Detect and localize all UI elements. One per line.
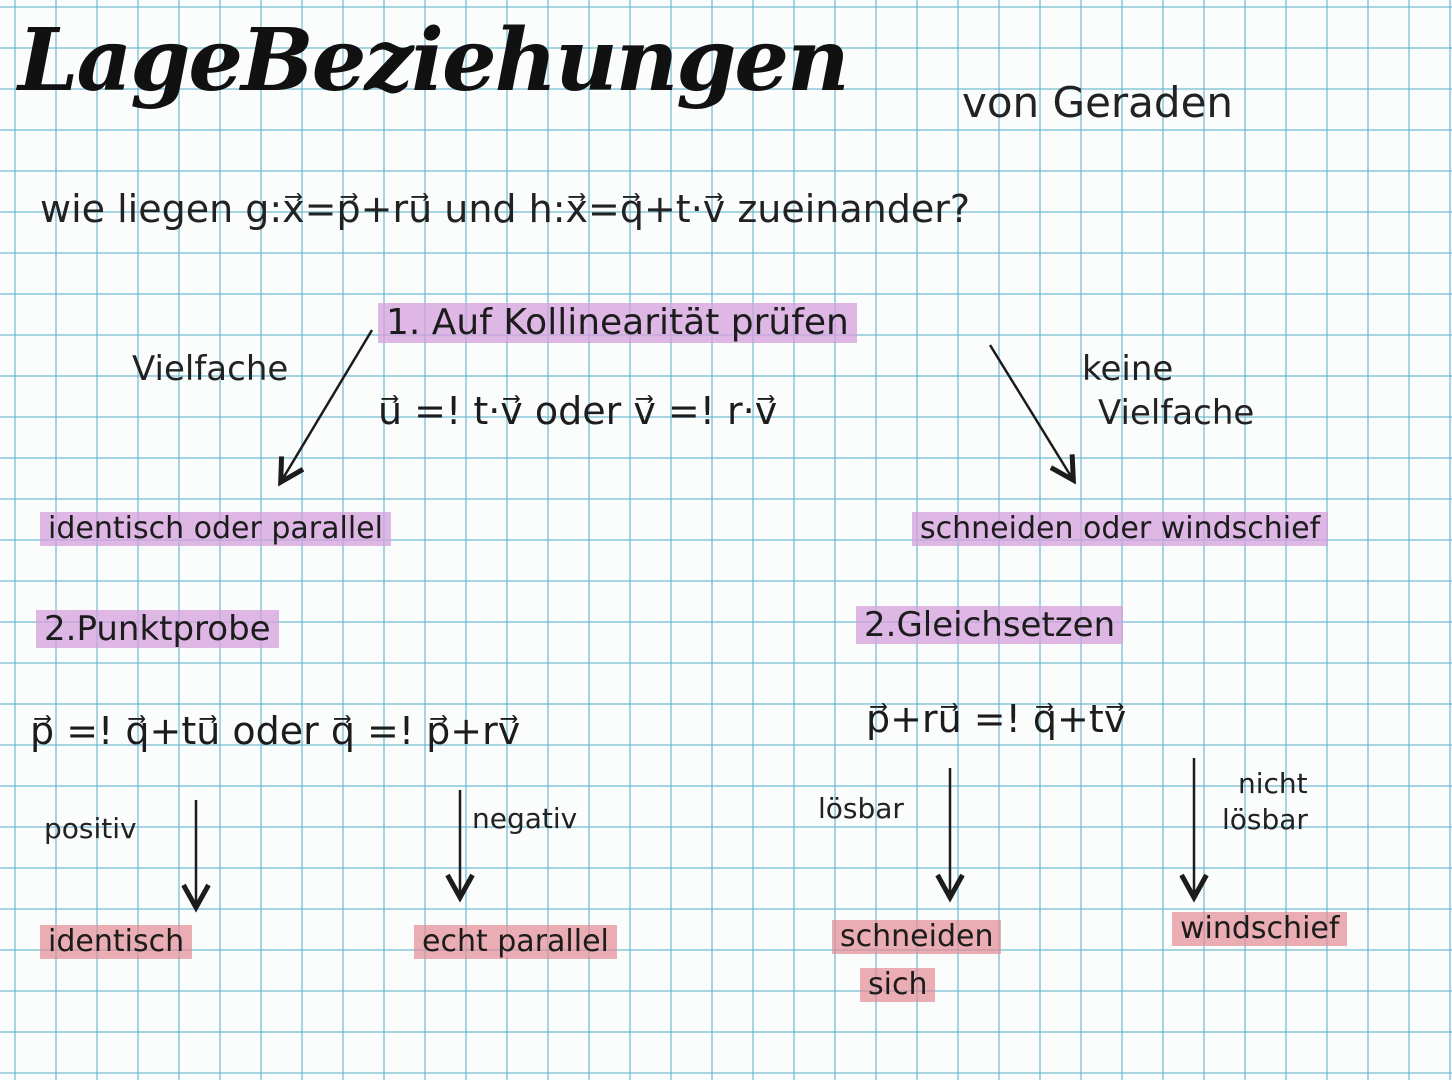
result-identical: identisch [40,925,193,959]
condition-multiples: Vielfache [132,349,289,389]
arrow-left-branch [282,329,374,480]
result-skew: windschief [1172,912,1348,946]
result-intersect-or-skew: schneiden oder windschief [912,512,1329,546]
equate-formula: p⃗+ru⃗ =! q⃗+tv⃗ [866,697,1127,741]
label-not-solvable-line1: nicht [1238,767,1308,800]
arrow-right-branch [988,344,1072,478]
result-identical-or-parallel: identisch oder parallel [40,512,391,546]
step1-label: 1. Auf Kollinearität prüfen [378,303,857,343]
page-subtitle: von Geraden [962,78,1234,127]
label-solvable: lösbar [818,792,904,825]
page-title: LageBeziehungen [18,10,850,111]
result-intersect-line1: schneiden [832,920,1002,954]
question: wie liegen g:x⃗=p⃗+ru⃗ und h:x⃗=q⃗+t·v⃗ … [40,187,971,231]
condition-no-multiples-line2: Vielfache [1098,393,1255,433]
collinearity-formula: u⃗ =! t·v⃗ oder v⃗ =! r·v⃗ [378,389,778,433]
step2-equate: 2.Gleichsetzen [856,606,1124,644]
label-not-solvable-line2: lösbar [1222,803,1308,836]
result-truly-parallel: echt parallel [414,925,617,959]
point-test-formula: p⃗ =! q⃗+tu⃗ oder q⃗ =! p⃗+rv⃗ [30,709,521,753]
result-intersect-line2: sich [860,968,936,1002]
label-positive: positiv [44,812,137,845]
label-negative: negativ [472,802,578,835]
step2-point-test: 2.Punktprobe [36,610,279,648]
condition-no-multiples-line1: keine [1082,349,1174,389]
